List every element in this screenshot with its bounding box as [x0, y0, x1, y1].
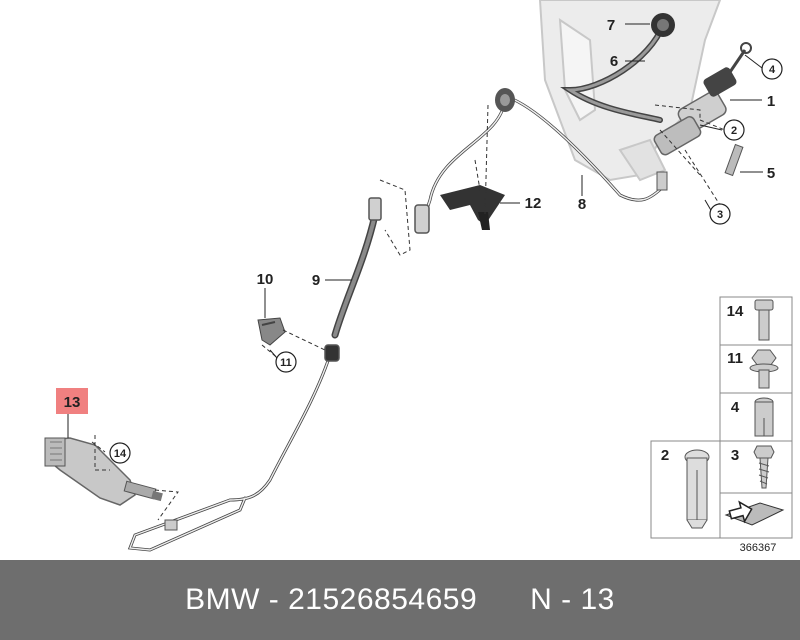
- callout-6: 6: [610, 53, 618, 70]
- svg-text:4: 4: [769, 64, 776, 76]
- callout-10: 10: [257, 271, 274, 288]
- pin-icon: [684, 449, 710, 529]
- leader-lines: [67, 23, 763, 438]
- svg-text:14: 14: [114, 448, 127, 460]
- callout-12: 12: [525, 195, 542, 212]
- guide-lines: [91, 104, 726, 521]
- part-number-banner: BMW - 21526854659 N - 13: [0, 560, 800, 640]
- bracket-12: [440, 185, 505, 230]
- clamp-10: [257, 317, 286, 346]
- part-number-text: BMW - 21526854659 N - 13: [185, 583, 615, 616]
- parts-diagram: 7 6 1 5 8 12 9 10 4 2 3 11 14 13 14 11 4: [44, 0, 793, 554]
- sleeve-icon: [754, 397, 774, 437]
- legend-label-11: 11: [727, 350, 743, 367]
- callout-7: 7: [607, 17, 615, 34]
- hex-flange-bolt-icon: [749, 349, 779, 389]
- pedal-box: [538, 0, 722, 182]
- connectors: [324, 197, 430, 362]
- callout-13-highlight: 13: [56, 388, 88, 414]
- grommet: [495, 88, 515, 112]
- slave-cylinder: [44, 437, 178, 531]
- legend-label-4: 4: [731, 399, 740, 416]
- svg-text:2: 2: [731, 125, 737, 137]
- legend-label-14: 14: [727, 303, 744, 320]
- circled-callout-2: 2: [723, 119, 745, 141]
- callout-1: 1: [767, 93, 775, 110]
- svg-text:13: 13: [64, 394, 81, 411]
- svg-text:11: 11: [280, 357, 292, 369]
- circled-callout-14: 14: [109, 442, 131, 464]
- hoses: [127, 22, 667, 552]
- master-cylinder: [651, 13, 752, 191]
- circled-callout-3: 3: [709, 203, 731, 225]
- svg-text:3: 3: [717, 209, 723, 221]
- legend-label-2: 2: [661, 447, 669, 464]
- bolt-icon: [754, 299, 774, 341]
- shim-icon: [724, 500, 785, 526]
- circled-callout-11: 11: [275, 351, 297, 373]
- circled-callout-4: 4: [761, 58, 783, 80]
- callout-5: 5: [767, 165, 775, 182]
- legend-label-3: 3: [731, 447, 739, 464]
- callout-8: 8: [578, 196, 586, 213]
- screw-icon: [753, 445, 775, 489]
- callout-9: 9: [312, 272, 320, 289]
- drawing-code: 366367: [740, 542, 777, 554]
